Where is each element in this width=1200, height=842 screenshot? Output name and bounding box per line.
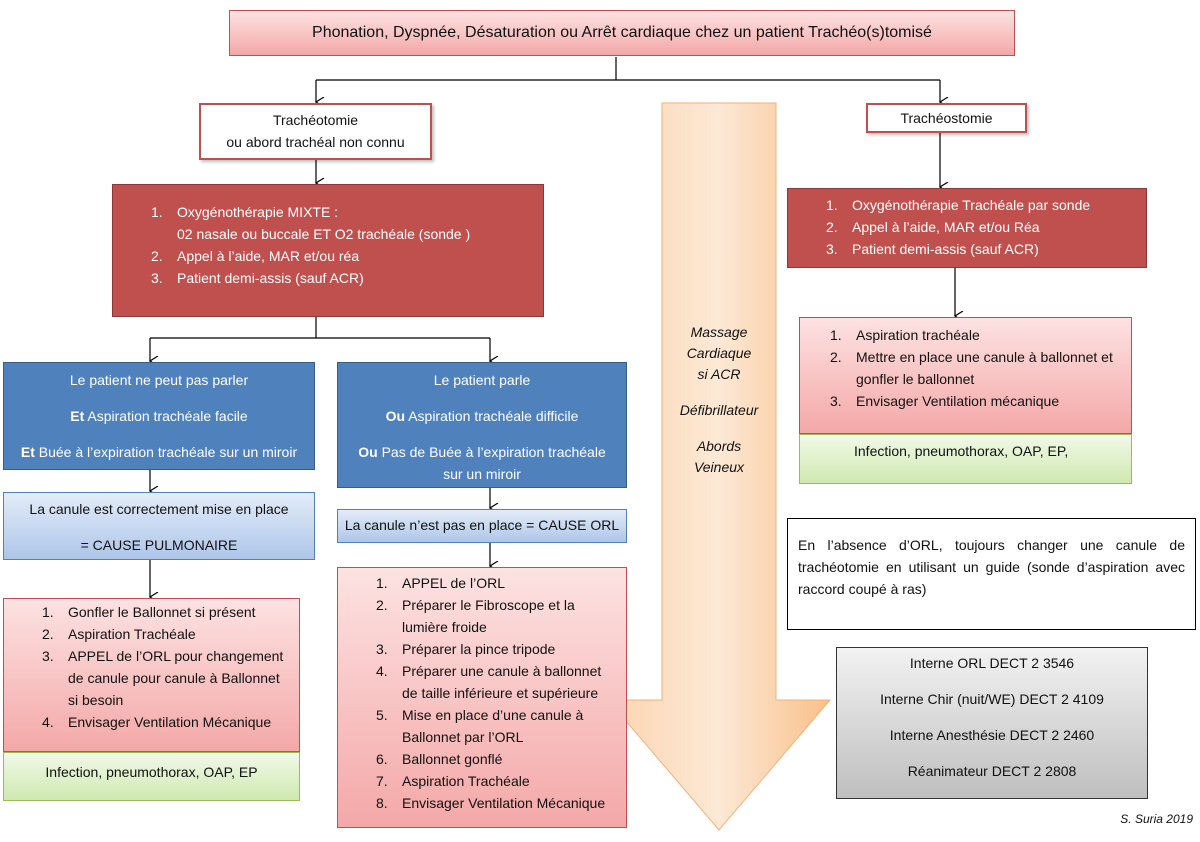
tracheostomie-step-2: 2.Mettre en place une canule à ballonnet… <box>830 349 1113 387</box>
orl-step-8: 8.Envisager Ventilation Mécanique <box>376 795 606 811</box>
credit: S. Suria 2019 <box>1120 812 1193 826</box>
cannot-speak-line2: Et Aspiration trachéale facile <box>70 408 248 424</box>
left-action-3: 3.Patient demi-assis (sauf ACR) <box>151 270 364 286</box>
tracheotomie-box: Trachéotomie ou abord trachéal non connu <box>199 103 432 160</box>
orl-step-7: 7.Aspiration Trachéale <box>376 773 530 789</box>
tracheotomie-line2: ou abord trachéal non connu <box>226 134 405 150</box>
pulmonary-steps-box: 1.Gonfler le Ballonnet si présent 2.Aspi… <box>3 598 300 752</box>
orl-cause-label: La canule n’est pas en place = CAUSE ORL <box>344 517 620 533</box>
tracheostomie-step-3: 3.Envisager Ventilation mécanique <box>830 393 1060 409</box>
pulmonary-step-3: 3.APPEL de l’ORL pour changement de canu… <box>42 648 284 708</box>
orl-steps-box: 1.APPEL de l’ORL 2.Préparer le Fibroscop… <box>337 567 627 828</box>
arrow-veineux: Veineux <box>693 459 745 475</box>
left-initial-actions: 1.Oxygénothérapie MIXTE : 02 nasale ou b… <box>112 184 544 317</box>
can-speak-box: Le patient parle Ou Aspiration trachéale… <box>337 362 627 488</box>
arrow-si-acr: si ACR <box>697 366 741 382</box>
arrow-abords: Abords <box>696 438 742 454</box>
can-speak-line3: Ou Pas de Buée à l’expiration trachéale … <box>358 444 606 482</box>
cannot-speak-line1: Le patient ne peut pas parler <box>69 372 249 388</box>
contact-reanimateur: Réanimateur DECT 2 2808 <box>907 763 1077 779</box>
tracheostomie-label: Trachéostomie <box>900 110 993 126</box>
orl-step-3: 3.Préparer la pince tripode <box>376 641 556 657</box>
contacts-box: Interne ORL DECT 2 3546 Interne Chir (nu… <box>836 647 1148 799</box>
right-action-1: 1.Oxygénothérapie Trachéale par sonde <box>826 197 1091 213</box>
pulmonary-cause-line2: = CAUSE PULMONAIRE <box>80 537 238 553</box>
pulmonary-step-4: 4.Envisager Ventilation Mécanique <box>42 714 272 730</box>
tracheostomie-box: Trachéostomie <box>866 103 1027 133</box>
right-initial-actions: 1.Oxygénothérapie Trachéale par sonde 2.… <box>787 188 1147 268</box>
note-box: En l’absence d’ORL, toujours changer une… <box>787 518 1196 630</box>
right-action-2: 2.Appel à l’aide, MAR et/ou Réa <box>826 219 1040 235</box>
orl-step-4: 4.Préparer une canule à ballonnet de tai… <box>376 663 602 701</box>
orl-step-1: 1.APPEL de l’ORL <box>376 575 505 591</box>
pulmonary-cause-line1: La canule est correctement mise en place <box>29 501 289 517</box>
tracheostomie-steps-box: 1.Aspiration trachéale 2.Mettre en place… <box>799 317 1132 434</box>
can-speak-line2: Ou Aspiration trachéale difficile <box>385 408 579 424</box>
orl-step-2: 2.Préparer le Fibroscope et la lumière f… <box>376 597 575 635</box>
orl-step-6: 6.Ballonnet gonflé <box>376 751 503 767</box>
pulmonary-step-1: 1.Gonfler le Ballonnet si présent <box>42 604 256 620</box>
right-action-3: 3.Patient demi-assis (sauf ACR) <box>826 241 1039 257</box>
arrow-massage: Massage <box>690 324 748 340</box>
left-action-2: 2.Appel à l’aide, MAR et/ou réa <box>151 248 360 264</box>
left-action-1: 1.Oxygénothérapie MIXTE : <box>151 204 339 220</box>
arrow-text: Massage Cardiaque si ACR Défibrillateur … <box>662 322 776 478</box>
contact-orl: Interne ORL DECT 2 3546 <box>909 655 1075 671</box>
can-speak-line1: Le patient parle <box>433 372 531 388</box>
tracheostomie-step-1: 1.Aspiration trachéale <box>830 327 980 343</box>
pulmonary-step-2: 2.Aspiration Trachéale <box>42 626 196 642</box>
left-action-1-detail: 02 nasale ou buccale ET O2 trachéale (so… <box>177 226 471 242</box>
page-title: Phonation, Dyspnée, Désaturation ou Arrê… <box>312 24 932 41</box>
contact-anesthesie: Interne Anesthésie DECT 2 2460 <box>889 727 1095 743</box>
orl-cause-box: La canule n’est pas en place = CAUSE ORL <box>337 509 627 543</box>
arrow-cardiaque: Cardiaque <box>686 345 752 361</box>
contact-chir: Interne Chir (nuit/WE) DECT 2 4109 <box>880 691 1104 707</box>
cannot-speak-box: Le patient ne peut pas parler Et Aspirat… <box>3 362 315 470</box>
pulmonary-cause-box: La canule est correctement mise en place… <box>3 492 315 560</box>
pulmonary-complications: Infection, pneumothorax, OAP, EP <box>45 764 258 780</box>
title-box: Phonation, Dyspnée, Désaturation ou Arrê… <box>229 10 1015 56</box>
arrow-defibrillateur: Défibrillateur <box>679 402 759 418</box>
orl-step-5: 5.Mise en place d’une canule à Ballonnet… <box>376 707 584 745</box>
note-text: En l’absence d’ORL, toujours changer une… <box>798 537 1185 597</box>
pulmonary-complications-box: Infection, pneumothorax, OAP, EP <box>3 752 300 801</box>
tracheostomie-complications: Infection, pneumothorax, OAP, EP, <box>854 443 1069 459</box>
tracheotomie-line1: Trachéotomie <box>272 112 359 128</box>
tracheostomie-complications-box: Infection, pneumothorax, OAP, EP, <box>799 434 1132 484</box>
cannot-speak-line3: Et Buée à l’expiration trachéale sur un … <box>20 444 298 460</box>
